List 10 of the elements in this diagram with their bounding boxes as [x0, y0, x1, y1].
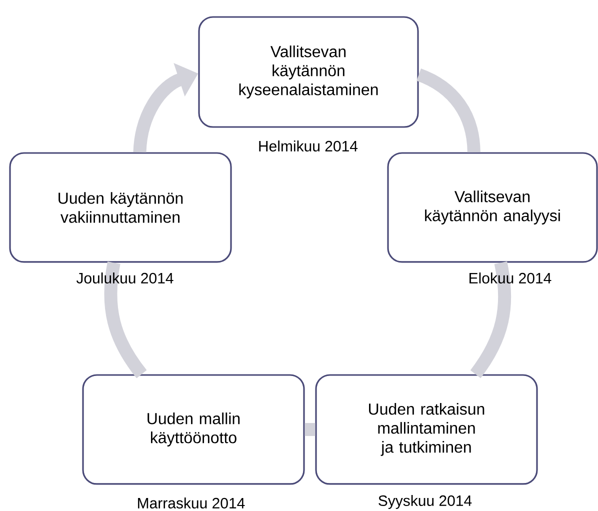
- process-box: Vallitsevan käytännön kyseenalaistaminen: [198, 16, 419, 128]
- process-box: Vallitsevan käytännön analyysi: [387, 152, 598, 263]
- date-label: Elokuu 2014: [470, 272, 552, 284]
- process-box: Uuden ratkaisun mallintaminen ja tutkiminen: [315, 374, 538, 485]
- date-label: Joulukuu 2014: [76, 272, 174, 284]
- date-label: Marraskuu 2014: [138, 497, 245, 508]
- process-box: Uuden mallin käyttöönotto: [82, 374, 305, 485]
- process-box: Uuden käytännön vakiinnuttaminen: [9, 152, 232, 263]
- date-label: Syyskuu 2014: [378, 495, 472, 509]
- date-label: Helmikuu 2014: [259, 140, 358, 152]
